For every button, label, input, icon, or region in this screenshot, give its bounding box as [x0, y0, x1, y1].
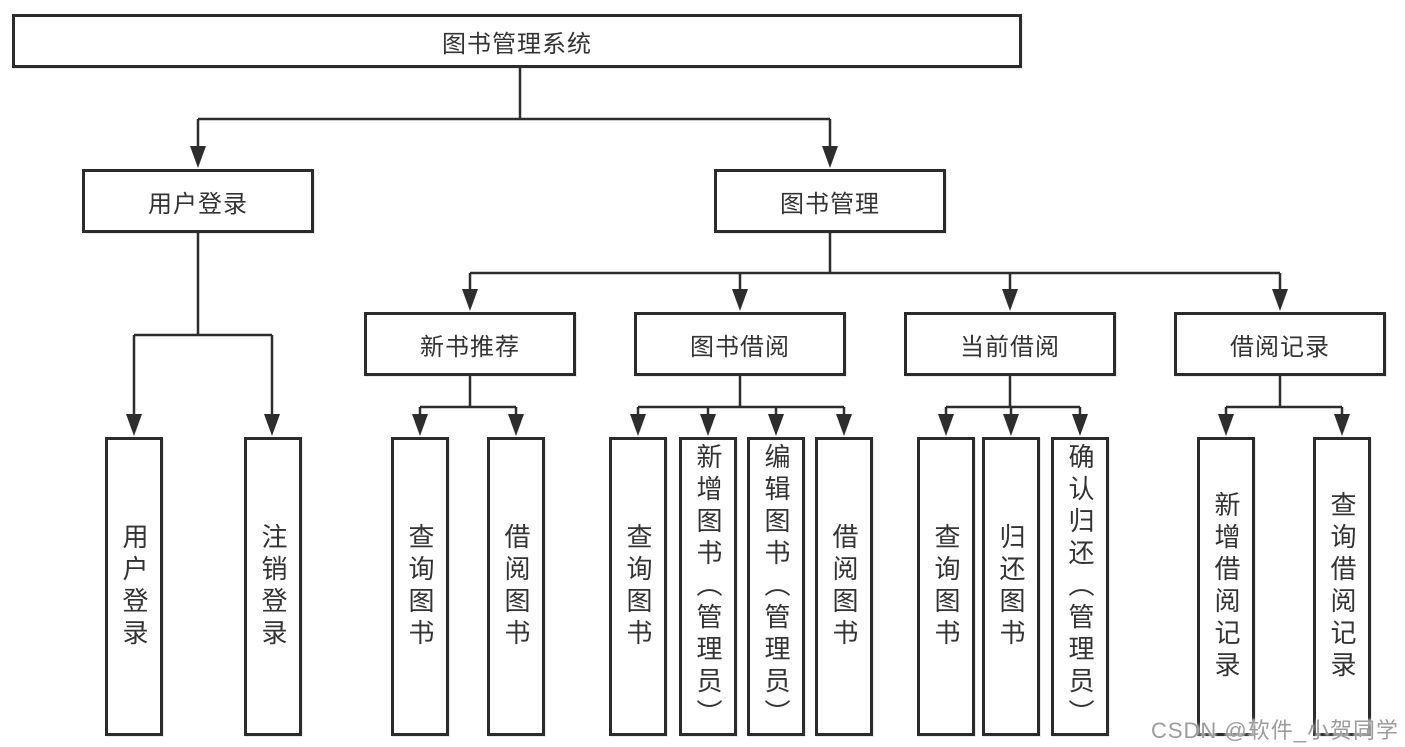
leaf-logout: 注销登录: [244, 437, 302, 736]
leaf-query-borrow-record-label: 查询借阅记录: [1327, 490, 1357, 683]
leaf-user-login-label: 用户登录: [119, 522, 149, 651]
leaf-borrow-books-recommend: 借阅图书: [487, 437, 545, 736]
leaf-query-books-borrowing-label: 查询图书: [623, 522, 653, 651]
csdn-watermark: CSDN @软件_小贺同学: [1150, 718, 1399, 743]
leaf-borrow-books-borrowing-label: 借阅图书: [829, 522, 859, 651]
leaf-add-books-admin: 新增图书（管理员）: [679, 437, 737, 736]
leaf-confirm-return-admin: 确认归还（管理员）: [1051, 437, 1109, 736]
leaf-query-borrow-record: 查询借阅记录: [1313, 437, 1371, 736]
leaf-user-login: 用户登录: [105, 437, 163, 736]
node-user-login: 用户登录: [82, 169, 314, 233]
node-new-book-recommend: 新书推荐: [364, 312, 576, 376]
leaf-add-borrow-record-label: 新增借阅记录: [1211, 490, 1241, 683]
leaf-add-borrow-record: 新增借阅记录: [1197, 437, 1255, 736]
node-library-management-system: 图书管理系统: [12, 14, 1022, 68]
leaf-query-books-current-label: 查询图书: [931, 522, 961, 651]
leaf-edit-books-admin: 编辑图书（管理员）: [747, 437, 805, 736]
leaf-query-books-borrowing: 查询图书: [609, 437, 667, 736]
leaf-add-books-admin-label: 新增图书（管理员）: [693, 442, 723, 731]
node-book-management: 图书管理: [714, 169, 946, 233]
leaf-query-books-recommend: 查询图书: [391, 437, 449, 736]
leaf-borrow-books-borrowing: 借阅图书: [815, 437, 873, 736]
leaf-borrow-books-recommend-label: 借阅图书: [501, 522, 531, 651]
node-borrowing-records: 借阅记录: [1174, 312, 1386, 376]
node-current-borrowing: 当前借阅: [904, 312, 1116, 376]
leaf-query-books-recommend-label: 查询图书: [405, 522, 435, 651]
leaf-return-books-label: 归还图书: [996, 522, 1026, 651]
leaf-logout-label: 注销登录: [258, 522, 288, 651]
leaf-edit-books-admin-label: 编辑图书（管理员）: [761, 442, 791, 731]
leaf-query-books-current: 查询图书: [917, 437, 975, 736]
node-book-borrowing: 图书借阅: [634, 312, 846, 376]
leaf-return-books: 归还图书: [982, 437, 1040, 736]
leaf-confirm-return-admin-label: 确认归还（管理员）: [1065, 442, 1095, 731]
